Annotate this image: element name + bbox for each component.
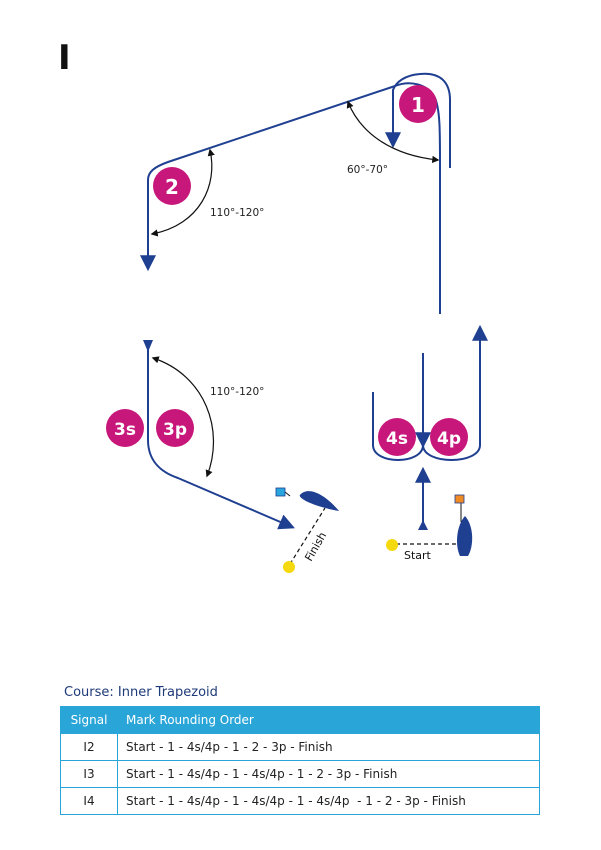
rounding-order-table: Signal Mark Rounding Order I2 Start - 1 …: [60, 706, 540, 815]
finish-label: Finish: [302, 530, 329, 564]
header-signal: Signal: [60, 706, 118, 734]
run-start-arrow: [143, 340, 153, 352]
start-label: Start: [404, 549, 432, 562]
start-leg-base-arrow: [418, 520, 428, 530]
angle-label-top-right: 60°-70°: [347, 164, 388, 176]
angle-arc-lower-left: [151, 356, 215, 478]
mark-4p: 4p: [430, 418, 468, 456]
finish-flag: [275, 487, 286, 497]
angle-arc-top-right: [346, 100, 440, 163]
course-title: Course: Inner Trapezoid: [64, 685, 218, 700]
mark-3p: 3p: [156, 409, 194, 447]
table-row: I3 Start - 1 - 4s/4p - 1 - 4s/4p - 1 - 2…: [60, 760, 540, 788]
mark-3s: 3s: [106, 409, 144, 447]
start-area: Start: [386, 494, 473, 562]
order-cell: Start - 1 - 4s/4p - 1 - 4s/4p - 1 - 2 - …: [117, 760, 540, 788]
table-row: I2 Start - 1 - 4s/4p - 1 - 2 - 3p - Fini…: [60, 733, 540, 761]
finish-buoy: [283, 561, 295, 573]
mark-2: 2: [153, 167, 191, 205]
mark-4s: 4s: [378, 418, 416, 456]
svg-text:3p: 3p: [163, 420, 187, 440]
svg-text:4s: 4s: [386, 429, 408, 449]
finish-boat: [299, 491, 340, 511]
signal-cell: I2: [60, 733, 118, 761]
signal-cell: I3: [60, 760, 118, 788]
angle-label-lower-left: 110°-120°: [210, 386, 264, 398]
angle-label-top-left: 110°-120°: [210, 207, 264, 219]
mark-1: 1: [399, 85, 437, 123]
table-header-row: Signal Mark Rounding Order: [60, 706, 540, 734]
svg-text:3s: 3s: [114, 420, 136, 440]
course-line-loop-1: [385, 72, 451, 168]
page-letter: I: [58, 38, 71, 78]
start-flag: [454, 494, 465, 504]
svg-text:4p: 4p: [437, 429, 461, 449]
order-cell: Start - 1 - 4s/4p - 1 - 4s/4p - 1 - 4s/4…: [117, 787, 540, 815]
start-buoy: [386, 539, 398, 551]
signal-cell: I4: [60, 787, 118, 815]
course-line-upper: [140, 82, 441, 314]
start-boat: [457, 516, 473, 556]
table-row: I4 Start - 1 - 4s/4p - 1 - 4s/4p - 1 - 4…: [60, 787, 540, 815]
order-cell: Start - 1 - 4s/4p - 1 - 2 - 3p - Finish: [117, 733, 540, 761]
finish-area: Finish: [275, 487, 340, 573]
svg-text:1: 1: [411, 93, 425, 117]
svg-text:2: 2: [165, 175, 179, 199]
angle-arc-top-left: [150, 148, 215, 237]
header-order: Mark Rounding Order: [117, 706, 540, 734]
